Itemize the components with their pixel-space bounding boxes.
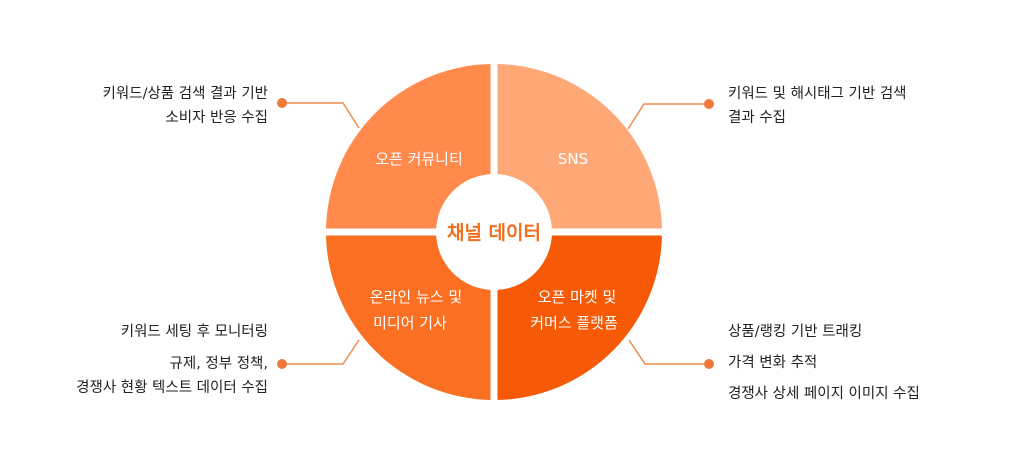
note-bottom-right-line2: 가격 변화 추적 — [728, 355, 818, 371]
quadrant-open-community — [326, 64, 494, 232]
quadrant-sns — [494, 64, 662, 232]
note-bottom-right: 상품/랭킹 기반 트래킹 가격 변화 추적 경쟁사 상세 페이지 이미지 수집 — [728, 320, 920, 406]
note-top-left: 키워드/상품 검색 결과 기반 소비자 반응 수집 — [103, 82, 268, 130]
quadrant-label-online-news-line1: 온라인 뉴스 및 — [370, 288, 462, 306]
connector-dot-bottom-right — [704, 359, 714, 369]
note-bottom-left-line2: 규제, 정부 정책, — [169, 356, 268, 372]
note-top-left-line2: 소비자 반응 수집 — [165, 110, 268, 126]
note-bottom-right-line1: 상품/랭킹 기반 트래킹 — [728, 324, 863, 340]
note-top-right: 키워드 및 해시태그 기반 검색 결과 수집 — [728, 82, 907, 130]
quadrant-online-news-media — [326, 232, 494, 400]
connector-dot-top-right — [704, 99, 714, 109]
note-top-left-line1: 키워드/상품 검색 결과 기반 — [102, 86, 268, 102]
note-bottom-right-line3: 경쟁사 상세 페이지 이미지 수집 — [728, 386, 920, 402]
quadrant-label-open-community: 오픈 커뮤니티 — [375, 150, 463, 168]
center-circle — [436, 174, 552, 290]
quadrant-label-online-news-line2: 미디어 기사 — [373, 314, 447, 332]
note-top-right-line1: 키워드 및 해시태그 기반 검색 — [728, 86, 907, 102]
connector-bottom-right — [628, 339, 707, 365]
note-bottom-left: 키워드 세팅 후 모니터링 규제, 정부 정책, 경쟁사 현황 텍스트 데이터 … — [76, 320, 268, 400]
quadrant-label-sns: SNS — [558, 150, 588, 168]
note-bottom-left-line3: 경쟁사 현황 텍스트 데이터 수집 — [76, 380, 268, 396]
connector-top-left — [283, 102, 360, 129]
note-bottom-left-line1: 키워드 세팅 후 모니터링 — [120, 324, 268, 340]
connector-dot-bottom-left — [277, 359, 287, 369]
note-top-right-line2: 결과 수집 — [728, 110, 786, 126]
quadrant-label-open-market-line1: 오픈 마켓 및 — [538, 288, 617, 306]
connector-bottom-left — [283, 339, 360, 365]
connector-top-right — [627, 103, 707, 130]
center-label: 채널 데이터 — [447, 222, 541, 244]
quadrant-open-market-commerce — [494, 232, 662, 400]
quadrant-label-open-market-line2: 커머스 플랫폼 — [530, 314, 618, 332]
connector-dot-top-left — [277, 98, 287, 108]
